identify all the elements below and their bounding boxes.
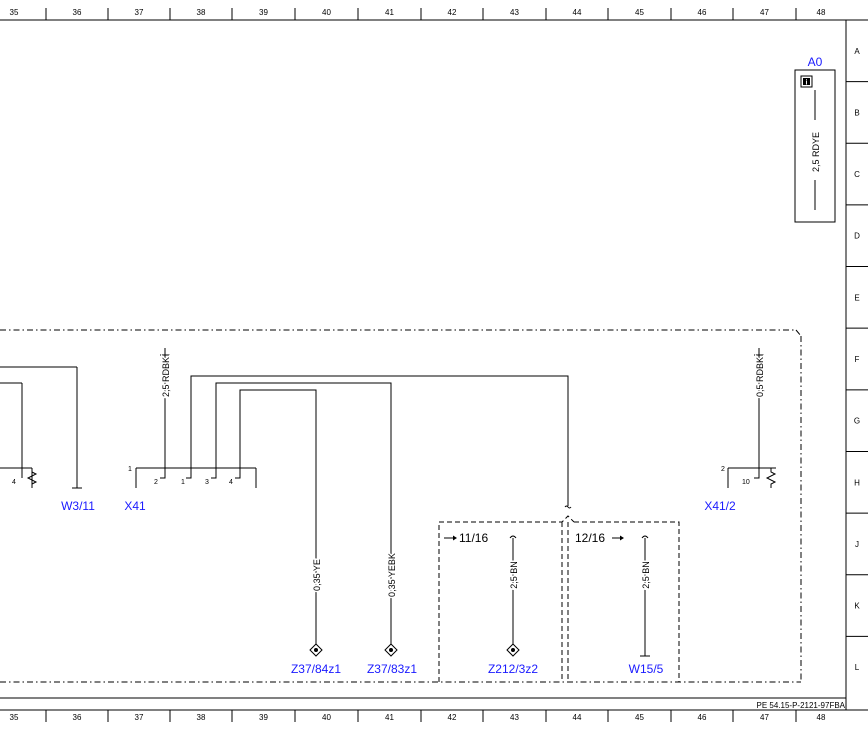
column-label: 47 [760,8,769,17]
svg-text:0,35 YE: 0,35 YE [312,559,322,591]
column-label: 42 [448,713,457,722]
column-label: 37 [135,8,144,17]
column-label: 43 [510,713,519,722]
row-label: H [854,478,860,487]
row-label: A [854,47,860,56]
column-label: 46 [698,8,707,17]
z37-83z1-label[interactable]: Z37/83z1 [367,662,417,676]
row-label: L [855,663,860,672]
svg-text:3: 3 [205,479,209,486]
svg-text:0,5 RDBK: 0,5 RDBK [755,357,765,397]
column-ruler-top: 35 36 37 38 39 40 41 42 43 44 45 46 47 48 [10,8,826,17]
column-label: 35 [10,8,19,17]
x41-2-label: X41/2 [704,499,736,513]
info-icon[interactable]: i [800,75,813,88]
wire-bn-z212[interactable]: 2,5 BN 2,5 BN [508,535,521,645]
z37-83z1-splice-icon[interactable] [384,643,398,657]
row-label: D [854,232,860,241]
column-label: 36 [73,713,82,722]
column-label: 47 [760,713,769,722]
column-label: 39 [259,713,268,722]
column-label: 38 [197,8,206,17]
z212-3z2-splice-icon[interactable] [506,643,520,657]
row-label: J [855,540,859,549]
wire-bn-w15[interactable]: 2,5 BN 2,5 BN [640,535,653,657]
row-ruler: A B C D E F G H J K L [854,47,860,672]
x41-pin-group: 1 [128,466,132,473]
row-label: K [854,602,860,611]
column-label: 40 [322,713,331,722]
wire-pin4-ye[interactable] [239,389,317,645]
column-label: 48 [817,8,826,17]
wire-rdbk-left[interactable]: 2,5 RDBK 2,5 RDBK [160,348,173,468]
ye-wire-label: 0,35 YE [312,559,322,591]
left-partial-wiring: 4 W3/11 [0,366,95,513]
column-label: 48 [817,713,826,722]
svg-text:i: i [806,80,808,87]
column-label: 41 [385,713,394,722]
svg-text:4: 4 [229,479,233,486]
variant-box-right [567,521,680,682]
column-label: 43 [510,8,519,17]
column-label: 39 [259,8,268,17]
column-label: 45 [635,8,644,17]
x41-2-pin-group: 2 [721,466,725,473]
row-label: G [854,417,860,426]
svg-text:0,35 YEBK: 0,35 YEBK [387,553,397,597]
z212-3z2-label[interactable]: Z212/3z2 [488,662,538,676]
a0-reference-box[interactable]: A0 i 2,5 RDYE [794,55,836,223]
column-label: 45 [635,713,644,722]
rdbk-right-label: 0,5 RDBK [755,357,765,397]
a0-wire-label: 2,5 RDYE [811,132,821,172]
row-label: B [854,108,859,117]
svg-text:1: 1 [181,479,185,486]
column-label: 36 [73,8,82,17]
column-label: 44 [573,713,582,722]
wire-pin3-yebk[interactable] [215,382,392,645]
wire-rdbk-right[interactable]: 0,5 RDBK 0,5 RDBK [754,348,767,468]
row-label: F [855,355,860,364]
w15-5-label[interactable]: W15/5 [629,662,664,676]
column-label: 42 [448,8,457,17]
column-label: 46 [698,713,707,722]
column-label: 37 [135,713,144,722]
column-ruler-bottom: 35 36 37 38 39 40 41 42 43 44 45 46 47 48 [10,713,826,722]
x41-connector[interactable]: 1 2 1 3 4 X41 [124,466,257,513]
svg-text:2,5 BN: 2,5 BN [509,561,519,589]
sheet-frame [0,8,868,722]
column-label: 40 [322,8,331,17]
wire-pin1-to-splice[interactable] [190,375,572,509]
row-label: E [854,293,859,302]
svg-text:4: 4 [12,479,16,486]
yebk-wire-label: 0,35 YEBK [387,553,397,597]
rdbk-left-label: 2,5 RDBK [161,357,171,397]
column-label: 41 [385,8,394,17]
svg-text:2,5 RDBK: 2,5 RDBK [161,357,171,397]
x41-2-connector[interactable]: 2 10 X41/2 [704,466,777,513]
bn1-wire-label: 2,5 BN [509,561,519,589]
variant-box-left [438,515,575,682]
svg-text:2,5 BN: 2,5 BN [641,561,651,589]
bn2-wire-label: 2,5 BN [641,561,651,589]
x41-label: X41 [124,499,146,513]
ref-11-16-label: 11/16 [459,531,488,545]
a0-label: A0 [808,55,823,69]
z37-84z1-splice-icon[interactable] [309,643,323,657]
component-enclosure [0,329,802,683]
ref-11-16[interactable]: 11/16 [444,531,488,545]
column-label: 35 [10,713,19,722]
svg-text:10: 10 [742,479,750,486]
row-label: C [854,170,860,179]
z37-84z1-label[interactable]: Z37/84z1 [291,662,341,676]
ref-12-16[interactable]: 12/16 [575,531,624,545]
column-label: 38 [197,713,206,722]
w3-11-label[interactable]: W3/11 [61,499,95,513]
svg-text:2: 2 [154,479,158,486]
ref-12-16-label: 12/16 [575,531,605,545]
column-label: 44 [573,8,582,17]
drawing-id: PE 54.15-P-2121-97FBA [757,701,846,710]
